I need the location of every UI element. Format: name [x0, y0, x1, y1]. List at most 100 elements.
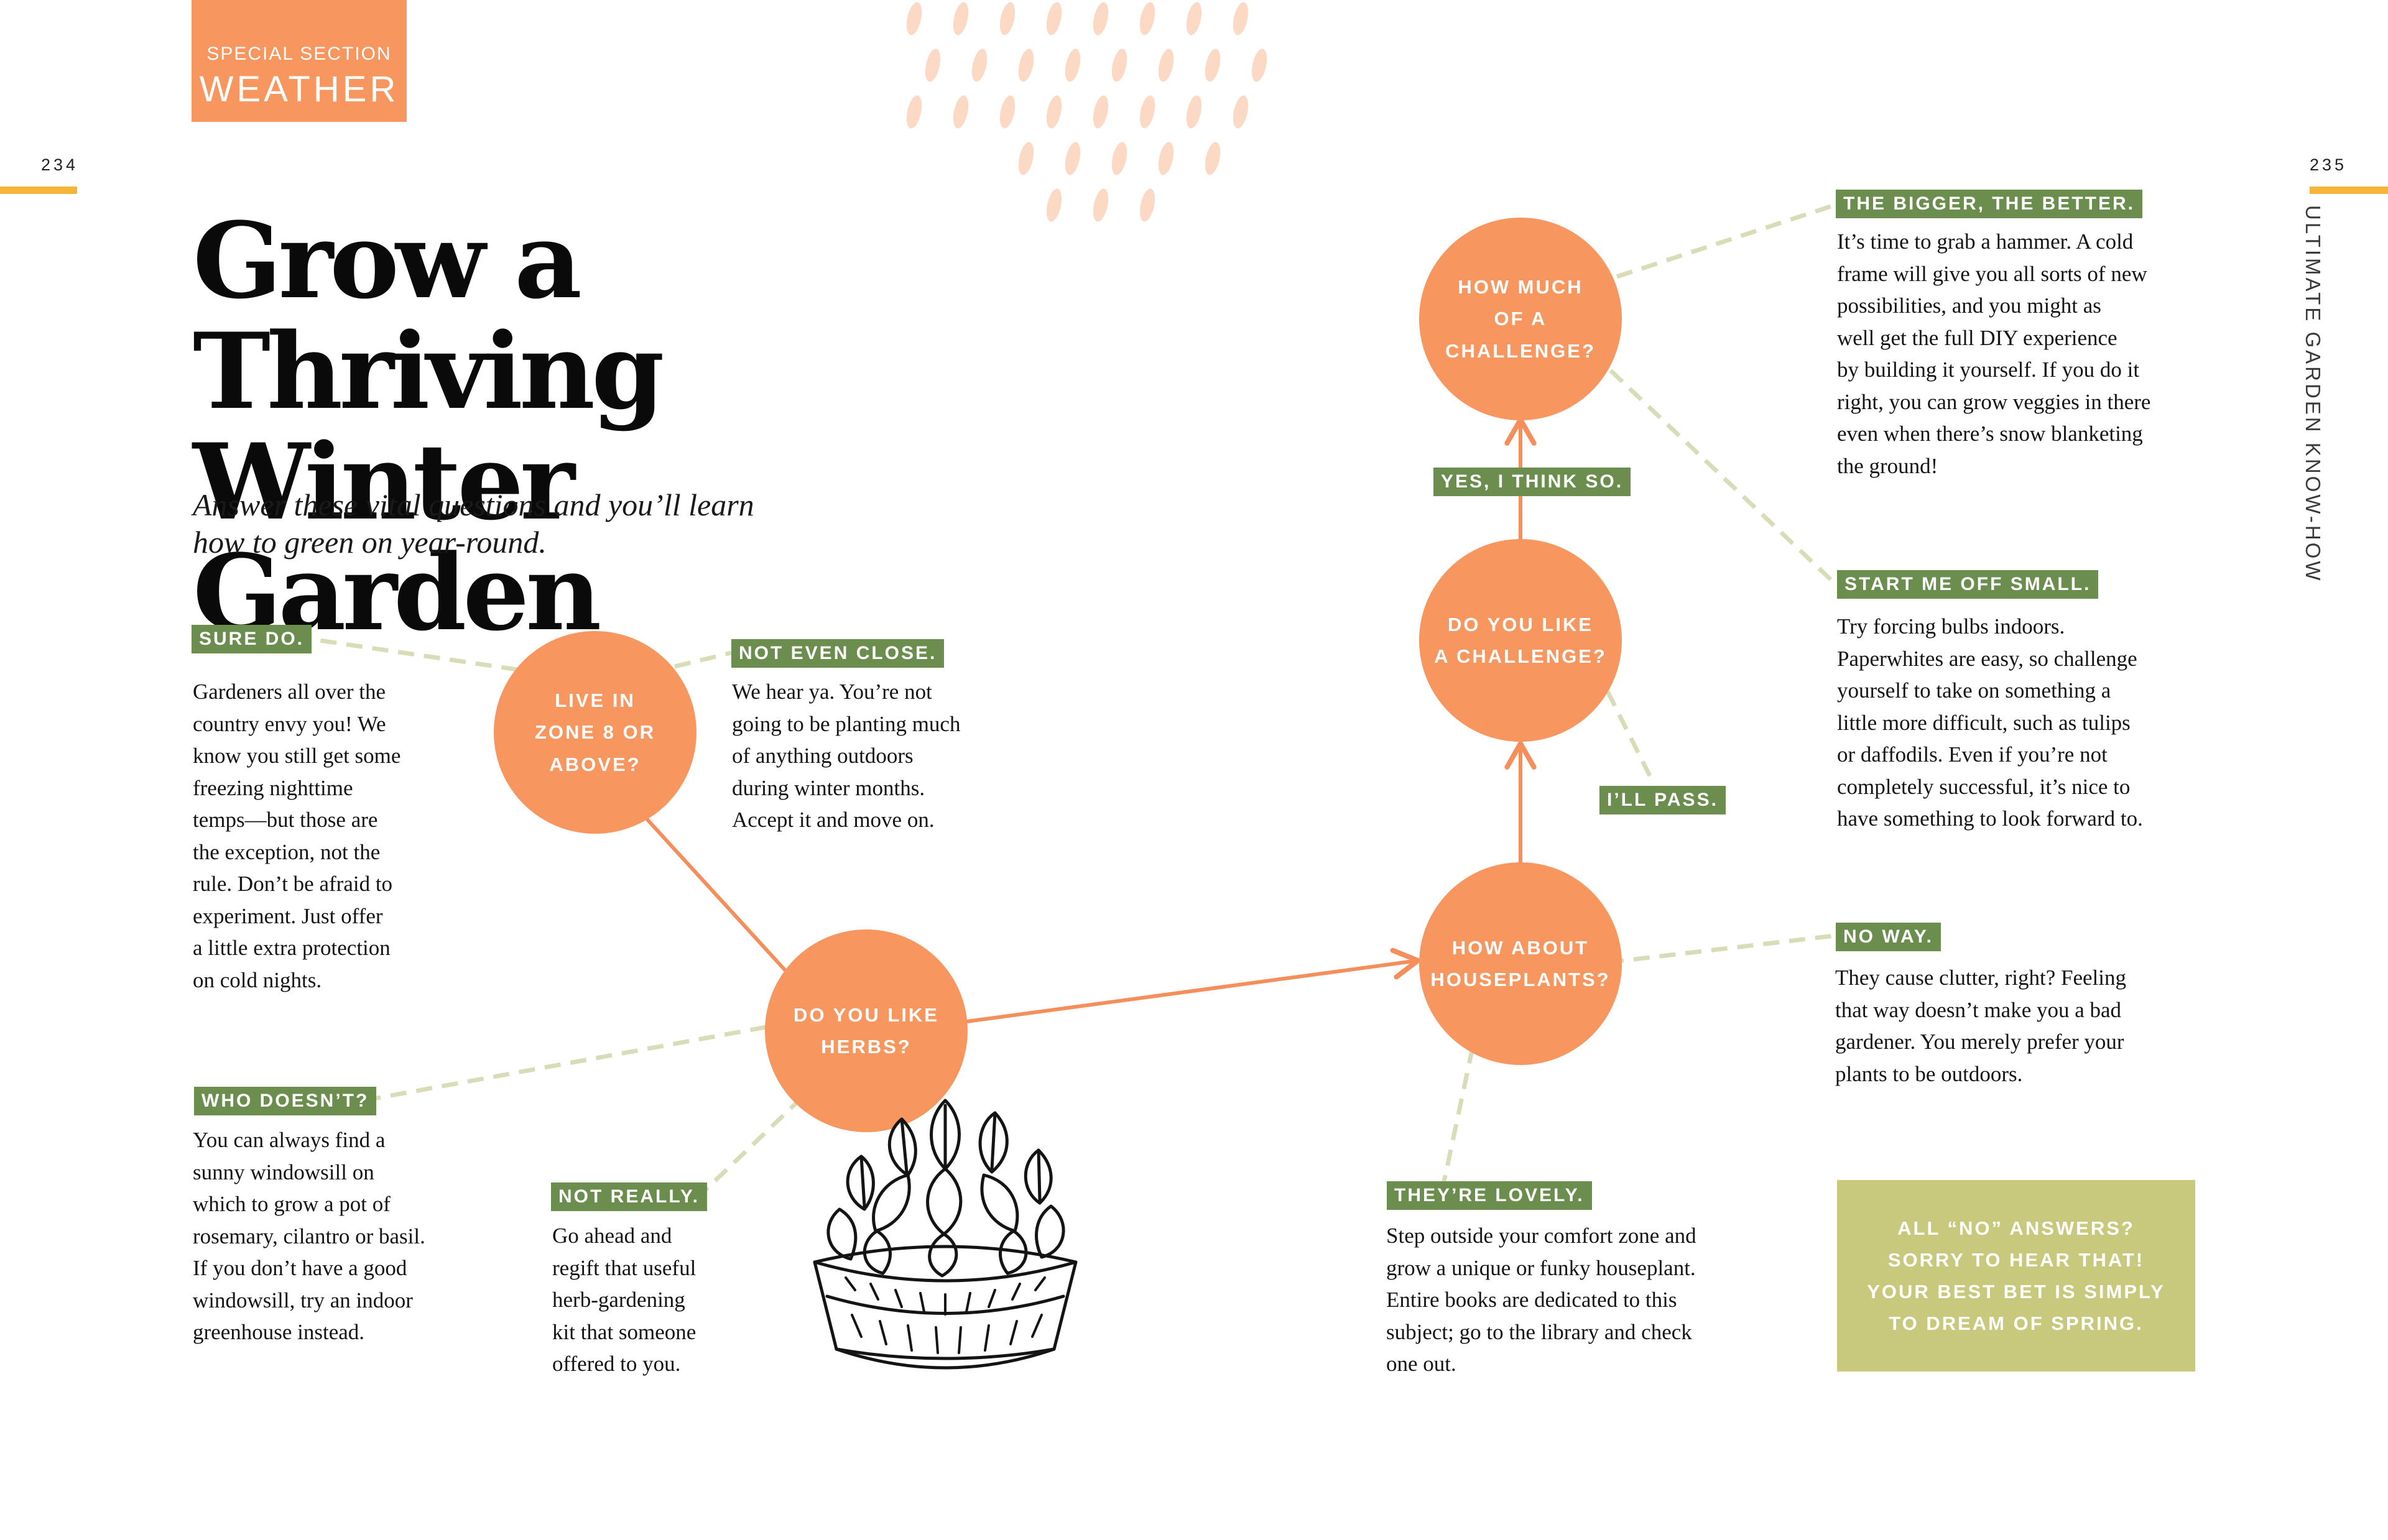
- title-line: Grow a Thriving: [193, 199, 665, 433]
- text-line: going to be planting much: [732, 711, 961, 736]
- spine-title: ULTIMATE GARDEN KNOW-HOW: [2302, 205, 2325, 583]
- raindrop-icon: [1046, 188, 1062, 222]
- answer-who-doesnt-text: You can always find a sunny windowsill o…: [193, 1124, 491, 1349]
- tag-theyre-lovely: THEY’RE LOVELY.: [1387, 1181, 1592, 1210]
- node-line: DO YOU LIKE: [794, 1003, 939, 1026]
- dash-howmuch-to-start-small: [1609, 369, 1836, 585]
- node-line: LIVE IN: [555, 689, 636, 712]
- raindrop-icon: [953, 2, 969, 35]
- text-line: We hear ya. You’re not: [732, 680, 932, 704]
- raindrop-icon: [1251, 48, 1267, 82]
- answer-not-even-close-text: We hear ya. You’re not going to be plant…: [732, 676, 1043, 836]
- text-line: It’s time to grab a hammer. A cold: [1837, 229, 2134, 254]
- text-line: during winter months.: [732, 775, 925, 800]
- raindrop-icon: [1111, 142, 1127, 175]
- node-herbs-question: DO YOU LIKE HERBS?: [765, 929, 968, 1132]
- text-line: a little extra protection: [193, 936, 391, 960]
- dash-zone-to-sure-do: [310, 637, 518, 672]
- raindrop-icon: [1065, 48, 1081, 82]
- section-kicker: SPECIAL SECTION: [206, 44, 392, 64]
- raindrop-icon: [906, 2, 922, 35]
- answer-start-small-text: Try forcing bulbs indoors. Paperwhites a…: [1837, 611, 2235, 835]
- dash-herbs-to-not-really: [700, 1095, 804, 1196]
- tag-ill-pass: I’LL PASS.: [1599, 786, 1726, 814]
- arrow-herbs-to-houseplants: [965, 948, 1421, 1023]
- text-line: They cause clutter, right? Feeling: [1835, 966, 2127, 990]
- answer-theyre-lovely-text: Step outside your comfort zone and grow …: [1386, 1220, 1784, 1380]
- dash-zone-to-not-even-close: [674, 650, 732, 669]
- text-line: one out.: [1386, 1352, 1456, 1376]
- page-subtitle: Answer these vital questions and you’ll …: [193, 486, 877, 561]
- tag-not-really: NOT REALLY.: [551, 1183, 707, 1211]
- subtitle-line: Answer these vital questions and you’ll …: [193, 487, 754, 522]
- text-line: sunny windowsill on: [193, 1160, 374, 1184]
- raindrop-icon: [1093, 2, 1109, 35]
- raindrop-icon: [906, 95, 922, 129]
- raindrop-icon: [1139, 2, 1155, 35]
- text-line: offered to you.: [552, 1352, 681, 1376]
- text-line: Go ahead and: [552, 1224, 672, 1248]
- raindrop-icon: [1205, 142, 1221, 175]
- node-line: HOW MUCH: [1458, 276, 1583, 298]
- node-challenge-question: DO YOU LIKE A CHALLENGE?: [1419, 539, 1622, 742]
- answer-bigger-better-text: It’s time to grab a hammer. A cold frame…: [1837, 226, 2235, 482]
- page-title: Grow a Thriving Winter Garden: [193, 205, 1001, 648]
- box-line: TO DREAM OF SPRING.: [1889, 1312, 2144, 1334]
- raindrop-icon: [953, 95, 969, 129]
- gold-rule-left: [0, 187, 77, 194]
- text-line: possibilities, and you might as: [1837, 293, 2101, 318]
- raindrop-icon: [1233, 95, 1249, 129]
- text-line: subject; go to the library and check: [1386, 1319, 1692, 1344]
- raindrop-icon: [999, 95, 1016, 129]
- node-line: HOW ABOUT: [1451, 936, 1590, 959]
- page-number-right: 235: [2310, 155, 2348, 174]
- text-line: right, you can grow veggies in there: [1837, 389, 2151, 414]
- arrow-zone-to-herbs: [644, 816, 787, 972]
- text-line: by building it yourself. If you do it: [1837, 357, 2140, 382]
- tag-not-even-close: NOT EVEN CLOSE.: [731, 639, 945, 668]
- text-line: the ground!: [1837, 453, 1938, 478]
- node-line: ABOVE?: [549, 753, 641, 775]
- text-line: on cold nights.: [193, 967, 322, 992]
- tag-yes-think-so: YES, I THINK SO.: [1433, 468, 1631, 496]
- dash-herbs-to-who-doesnt: [370, 1025, 767, 1102]
- raindrop-icon: [1158, 48, 1174, 82]
- raindrop-icon: [1065, 142, 1081, 175]
- text-line: windowsill, try an indoor: [193, 1288, 413, 1312]
- text-line: regift that useful: [552, 1255, 696, 1280]
- text-line: herb-gardening: [552, 1288, 685, 1312]
- text-line: the exception, not the: [193, 839, 381, 864]
- dash-houseplants-to-no-way: [1607, 933, 1835, 965]
- text-line: greenhouse instead.: [193, 1320, 365, 1344]
- node-line: DO YOU LIKE: [1448, 613, 1593, 635]
- text-line: know you still get some: [193, 744, 401, 768]
- subtitle-line: how to green on year-round.: [193, 525, 547, 560]
- text-line: have something to look forward to.: [1837, 806, 2143, 831]
- node-line: HERBS?: [821, 1036, 912, 1058]
- raindrop-icon: [1111, 48, 1127, 82]
- gold-rule-right: [2310, 187, 2388, 194]
- raindrop-icon: [1233, 2, 1249, 35]
- text-line: frame will give you all sorts of new: [1837, 261, 2147, 286]
- dash-howmuch-to-bigger-better: [1616, 203, 1836, 279]
- text-line: Entire books are dedicated to this: [1386, 1288, 1677, 1312]
- raindrop-icon: [1018, 142, 1034, 175]
- tag-start-small: START ME OFF SMALL.: [1837, 570, 2099, 599]
- text-line: that way doesn’t make you a bad: [1835, 997, 2122, 1022]
- text-line: rosemary, cilantro or basil.: [193, 1224, 425, 1248]
- node-line: HOUSEPLANTS?: [1430, 969, 1611, 990]
- text-line: rule. Don’t be afraid to: [193, 872, 393, 896]
- raindrop-icon: [1186, 2, 1202, 35]
- node-houseplants-question: HOW ABOUT HOUSEPLANTS?: [1419, 862, 1622, 1065]
- node-zone-question: LIVE IN ZONE 8 OR ABOVE?: [494, 631, 696, 834]
- dash-challenge-to-ill-pass: [1605, 690, 1657, 786]
- text-line: grow a unique or funky houseplant.: [1386, 1255, 1696, 1280]
- raindrop-icon: [1205, 48, 1221, 82]
- raindrop-icon: [925, 48, 941, 82]
- box-line: ALL “NO” ANSWERS?: [1897, 1217, 2135, 1239]
- tag-bigger-better: THE BIGGER, THE BETTER.: [1836, 190, 2143, 218]
- text-line: experiment. Just offer: [193, 903, 383, 928]
- tag-no-way: NO WAY.: [1836, 923, 1941, 951]
